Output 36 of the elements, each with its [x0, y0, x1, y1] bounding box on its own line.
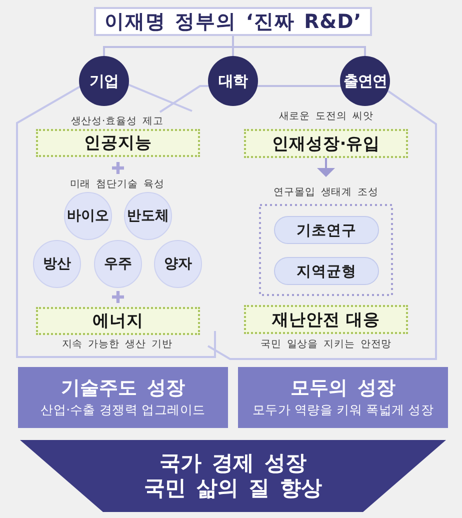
topic-pill: 지역균형 [274, 257, 379, 285]
tech-circle: 양자 [154, 240, 202, 288]
dashed-box: 에너지 [36, 307, 200, 335]
box-label: 생산성·효율성 제고 [70, 116, 164, 128]
topic-pill: 기초연구 [274, 216, 379, 244]
box-label: 지속 가능한 생산 기반 [62, 339, 172, 351]
title-box: 이재명 정부의 ‘진짜 R&D’ [94, 7, 372, 36]
box-subtext: 산업·수출 경쟁력 업그레이드 [40, 400, 206, 418]
dashed-box: 인공지능 [36, 129, 200, 157]
box-subtext: 모두가 역량을 키워 폭넓게 성장 [252, 400, 434, 418]
box-label: 국민 일상을 지키는 안전망 [260, 339, 392, 351]
banner [20, 440, 446, 512]
tech-circle: 반도체 [124, 192, 172, 240]
box-heading: 기술주도 성장 [61, 376, 185, 400]
tech-circle: 바이오 [64, 192, 112, 240]
connector-line [103, 46, 233, 56]
arrow [317, 158, 335, 177]
category-circle: 대학 [208, 56, 258, 106]
banner-text: 국가 경제 성장 [160, 451, 306, 476]
summary-box [238, 367, 448, 428]
category-circle: 출연연 [340, 56, 390, 106]
dashed-box: 인재성장·유입 [244, 129, 408, 158]
banner-text: 국민 삶의 질 향상 [144, 476, 322, 501]
tech-circle: 방산 [33, 240, 81, 288]
connector-line [232, 36, 234, 47]
connector-line [233, 46, 366, 56]
connector-line [232, 47, 234, 56]
category-circle: 기업 [79, 56, 129, 106]
connector-line [258, 85, 340, 87]
summary-box [18, 367, 228, 428]
tech-circle: 우주 [94, 240, 142, 288]
caption: 미래 첨단기술 육성 [70, 179, 164, 191]
box-heading: 모두의 성장 [290, 376, 396, 400]
box-heading: 연구몰입 생태계 조성 [274, 187, 378, 199]
dashed-box: 재난안전 대응 [244, 305, 408, 334]
box-label: 새로운 도전의 씨앗 [278, 111, 374, 123]
